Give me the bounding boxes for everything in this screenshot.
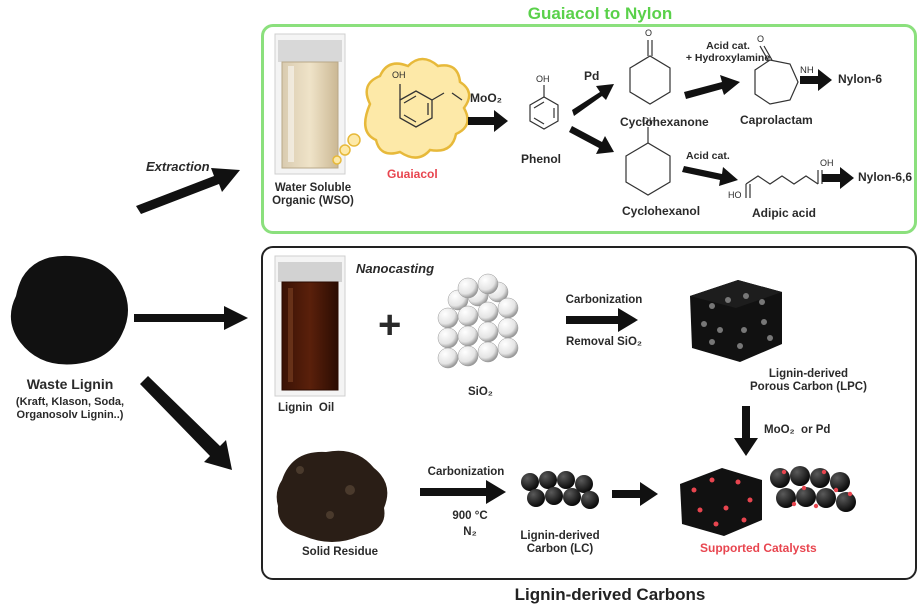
lc-carbon-image <box>521 471 599 509</box>
top-section-title: Guaiacol to Nylon <box>527 4 673 23</box>
nylon66-label: Nylon-6,6 <box>858 170 913 184</box>
waste-lignin-image <box>10 255 129 365</box>
wso-label: Water Soluble Organic (WSO) <box>272 182 354 208</box>
arrow-to-adipic <box>682 166 738 186</box>
lignin-derived-carbons-panel <box>261 246 917 580</box>
lpc-label: Lignin-derived Porous Carbon (LPC) <box>750 368 867 394</box>
extraction-label: Extraction <box>146 159 210 174</box>
adipic-acid-label: Adipic acid <box>752 206 817 220</box>
arrow-nanocasting <box>134 306 248 330</box>
solid-residue-image <box>276 450 388 542</box>
guaiacol-cloud-bubble <box>332 57 471 165</box>
moo2-label: MoO₂ <box>470 91 502 105</box>
carbonization-label: Carbonization <box>565 294 643 306</box>
lignin-oil-vial-image <box>274 255 346 397</box>
sio2-label: SiO₂ <box>468 386 493 398</box>
lc-label: Lignin-derived Carbon (LC) <box>520 530 600 556</box>
arrow-moo2 <box>468 110 508 132</box>
sio2-spheres-image <box>437 273 519 369</box>
arrow-extraction <box>136 168 240 214</box>
removal-sio2-label: Removal SiO₂ <box>565 336 643 348</box>
caprolactam-nh: NH <box>800 65 814 76</box>
guaiacol-structure <box>399 84 463 128</box>
waste-lignin-title: Waste Lignin <box>26 376 114 392</box>
arrow-to-caprolactam <box>684 75 740 99</box>
adipic-acid-structure <box>745 170 823 198</box>
nylon6-label: Nylon-6 <box>838 72 883 86</box>
nanocasting-label: Nanocasting <box>356 261 435 276</box>
cyclohexanone-structure <box>629 40 671 105</box>
arrow-carbonization-lpc <box>566 308 638 332</box>
plus-sign: + <box>378 303 402 347</box>
phenol-oh: OH <box>536 74 550 84</box>
solid-residue-label: Solid Residue <box>302 546 379 558</box>
guaiacol-to-nylon-panel <box>261 24 917 234</box>
arrow-to-supported <box>612 482 658 506</box>
phenol-structure <box>529 85 559 130</box>
cyclohexanol-label: Cyclohexanol <box>622 204 701 218</box>
lignin-oil-label: Lignin Oil <box>278 402 335 414</box>
cyclohexanone-o: O <box>645 28 653 38</box>
waste-lignin-detail: (Kraft, Klason, Soda, Organosolv Lignin.… <box>15 396 125 421</box>
bottom-section-title: Lignin-derived Carbons <box>514 585 706 604</box>
pd-label: Pd <box>584 69 600 83</box>
arrow-to-nylon66 <box>822 167 854 189</box>
wso-vial-image <box>274 33 346 175</box>
guaiacol-label: Guaiacol <box>387 167 438 181</box>
arrow-down-moo2-pd <box>734 406 758 456</box>
lpc-porous-carbon-image <box>690 280 782 362</box>
caprolactam-o: O <box>757 34 765 44</box>
carbonization2-label: Carbonization <box>427 466 505 478</box>
arrow-to-nylon6 <box>800 69 832 91</box>
caprolactam-label: Caprolactam <box>740 113 813 127</box>
cyclohexanol-structure <box>625 127 671 196</box>
caprolactam-structure <box>754 45 799 105</box>
arrow-carbonization-lc <box>420 480 506 504</box>
supported-catalysts-image <box>680 466 856 536</box>
adipic-oh: OH <box>820 158 834 168</box>
cyclohexanol-oh: OH <box>642 116 656 126</box>
arrow-solid-residue <box>140 376 232 470</box>
guaiacol-oh: OH <box>392 70 406 80</box>
arrow-to-cyclohexanol <box>569 126 614 154</box>
arrow-to-cyclohexanone <box>572 84 614 116</box>
moo2-pd-label: MoO₂ or Pd <box>764 424 831 436</box>
adipic-ho: HO <box>728 190 742 200</box>
cyclohexanone-label: Cyclohexanone <box>620 115 709 129</box>
temperature-label: 900 °C <box>452 510 488 522</box>
acid-cat-label: Acid cat. <box>686 150 730 162</box>
supported-catalysts-label: Supported Catalysts <box>700 541 817 555</box>
n2-label: N₂ <box>463 526 477 538</box>
acid-hydroxylamine-label: Acid cat. + Hydroxylamine <box>685 40 771 65</box>
phenol-label: Phenol <box>521 152 562 166</box>
